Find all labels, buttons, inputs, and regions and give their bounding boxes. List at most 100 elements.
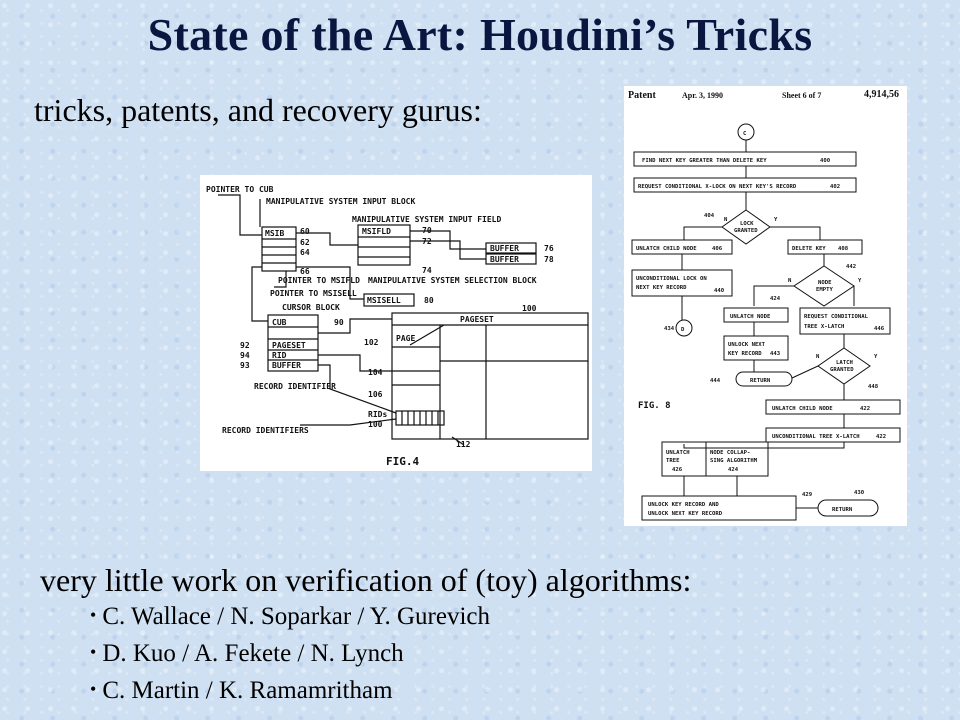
box-delete-key: DELETE KEY [792,246,826,252]
box-unlatch-child-node: UNLATCH CHILD NODE [772,406,833,412]
ref-434: 434 [664,326,675,332]
label-msib-block: MANIPULATIVE SYSTEM INPUT BLOCK [266,197,415,206]
ref-66: 66 [300,267,310,276]
label-msisell: MSISELL [367,296,401,305]
ref-440: 440 [714,288,725,294]
box-unlock-next-2: KEY RECORD [728,351,762,357]
start-connector-label: C [743,131,746,137]
box-uncond-tree: UNCONDITIONAL TREE X-LATCH [772,434,860,440]
connector-d: D [681,327,685,333]
box-find-next-key: FIND NEXT KEY GREATER THAN DELETE KEY [642,158,767,164]
box-collapse-2: SING ALGORITHM [710,458,758,464]
ref-100: 100 [368,420,383,429]
ref-442: 442 [846,264,856,270]
label-pointer-to-msisell: POINTER TO MSISELL [270,289,357,298]
ref-64: 64 [300,248,310,257]
ref-426: 426 [672,467,683,473]
ref-80: 80 [424,296,434,305]
ref-92: 92 [240,341,250,350]
ref-100-top: 100 [522,304,537,313]
author-list: •C. Wallace / N. Soparkar / Y. Gurevich … [90,601,490,712]
box-unlatch-tree-1: UNLATCH [666,450,690,456]
label-record-identifier: RECORD IDENTIFIER [254,382,336,391]
ref-406: 406 [712,246,723,252]
verification-text: very little work on verification of (toy… [40,562,692,598]
ref-60: 60 [300,227,310,236]
bullet-icon: • [90,642,97,662]
box-request-x-lock: REQUEST CONDITIONAL X-LOCK ON NEXT KEY'S… [638,184,797,190]
patent-date: Apr. 3, 1990 [682,91,723,100]
slide-title: State of the Art: Houdini’s Tricks [147,9,813,60]
box-req-tree-2: TREE X-LATCH [804,324,844,330]
subtitle-text: tricks, patents, and recovery gurus: [34,92,482,128]
label-buffer-2: BUFFER [490,255,519,264]
label-msi-selection: MANIPULATIVE SYSTEM SELECTION BLOCK [368,276,537,285]
label-pageset-box: PAGESET [460,315,494,324]
label-record-identifiers: RECORD IDENTIFIERS [222,426,309,435]
branch-n-2: N [788,278,792,284]
label-buffer-3: BUFFER [272,361,301,370]
label-buffer-1: BUFFER [490,244,519,253]
bullet-icon: • [90,605,97,625]
box-uncond-lock-2: NEXT KEY RECORD [636,285,687,291]
patent-sheet: Sheet 6 of 7 [782,91,821,100]
label-rids: RIDs [368,410,387,419]
ref-429: 429 [802,492,813,498]
ref-93: 93 [240,361,250,370]
ref-106: 106 [368,390,383,399]
label-pointer-to-msifld: POINTER TO MSIFLD [278,276,360,285]
ref-90: 90 [334,318,344,327]
patent-number: 4,914,56 [864,89,899,100]
author-group: C. Wallace / N. Soparkar / Y. Gurevich [102,603,491,630]
diamond-lock-2: GRANTED [734,228,758,234]
box-uncond-lock-1: UNCONDITIONAL LOCK ON [636,276,707,282]
label-pageset: PAGESET [272,341,306,350]
fig4-patent-drawing: POINTER TO CUB MANIPULATIVE SYSTEM INPUT… [200,175,592,471]
ref-404: 404 [704,213,715,219]
bullet-icon: • [90,679,97,699]
diamond-latch-2: GRANTED [830,367,854,373]
box-unlatch-node: UNLATCH NODE [730,314,770,320]
ref-102: 102 [364,338,379,347]
ref-424-b: 424 [728,467,739,473]
ref-444: 444 [710,378,721,384]
branch-y-3: Y [874,354,878,360]
ref-408: 408 [838,246,849,252]
ref-74: 74 [422,266,432,275]
ref-448: 448 [868,384,879,390]
branch-y-2: Y [858,278,862,284]
box-req-tree-1: REQUEST CONDITIONAL [804,314,869,320]
diamond-empty-1: NODE [818,280,831,286]
label-cub: CUB [272,318,287,327]
ref-76: 76 [544,244,554,253]
ref-78: 78 [544,255,554,264]
label-msifld-field: MANIPULATIVE SYSTEM INPUT FIELD [352,215,501,224]
label-cursor-block: CURSOR BLOCK [282,303,340,312]
ref-112: 112 [456,440,471,449]
ref-443: 443 [770,351,780,357]
ref-72: 72 [422,237,432,246]
diamond-lock-1: LOCK [740,221,754,227]
author-group: C. Martin / K. Ramamritham [102,677,393,704]
patent-label: Patent [628,90,656,101]
box-collapse-1: NODE COLLAP- [710,450,750,456]
box-unlatch-tree-2: TREE [666,458,679,464]
ref-94: 94 [240,351,250,360]
branch-n-3: N [816,354,820,360]
branch-y-1: Y [774,217,778,223]
ref-424: 424 [770,296,781,302]
diamond-empty-2: EMPTY [816,287,833,293]
fig8-caption: FIG. 8 [638,401,671,411]
fig4-caption: FIG.4 [386,455,419,468]
ref-446: 446 [874,326,885,332]
author-group: D. Kuo / A. Fekete / N. Lynch [102,640,404,667]
ref-400: 400 [820,158,831,164]
list-item: •C. Wallace / N. Soparkar / Y. Gurevich [90,601,490,638]
list-item: •D. Kuo / A. Fekete / N. Lynch [90,638,490,675]
box-return-1: RETURN [750,378,771,384]
ref-62: 62 [300,238,310,247]
ref-402: 402 [830,184,840,190]
box-unlock-next-1: UNLOCK NEXT [728,342,766,348]
ref-422-b: 422 [876,434,886,440]
ref-104: 104 [368,368,383,377]
